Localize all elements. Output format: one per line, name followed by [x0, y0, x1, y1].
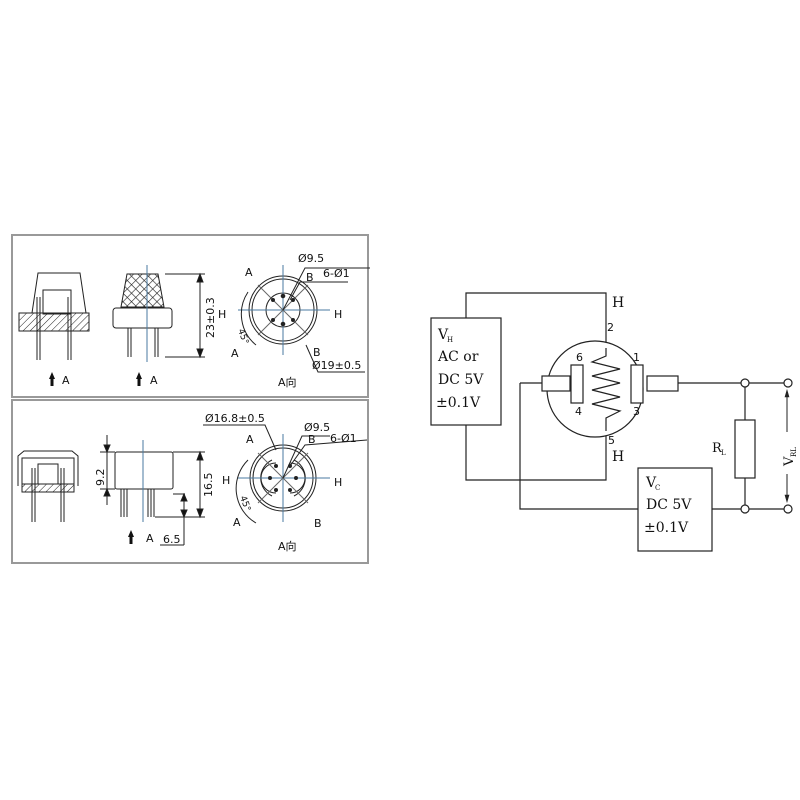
pin-label: 6: [576, 351, 583, 364]
heater-supply-type: AC or: [437, 349, 479, 365]
height-dimension: 23±0.3: [204, 297, 217, 338]
top-sensor-drawing-panel: A A 23±0.3: [11, 234, 370, 398]
output-voltage-label: V RL: [782, 447, 798, 467]
pin-label: 4: [575, 405, 582, 418]
label-h: H: [334, 476, 342, 489]
pin-length-dimension: 6.5: [163, 533, 181, 546]
pin-diameter-label: 6-Ø1: [330, 432, 357, 445]
svg-text:V: V: [782, 456, 797, 467]
top-side-view: [112, 265, 205, 362]
circuit-voltage-subscript: C: [655, 484, 660, 492]
label-h: H: [334, 308, 342, 321]
junction-node: [740, 504, 750, 514]
heater-supply-box: V H AC or DC 5V ±0.1V: [430, 317, 502, 426]
label-h: H: [218, 308, 226, 321]
label-h: H: [222, 474, 230, 487]
inner-diameter-label: Ø9.5: [298, 252, 324, 265]
label-b: B: [314, 517, 322, 530]
label-b: B: [306, 271, 314, 284]
bottom-sensor-drawing-panel: 9.2 16.5 6.5 A Ø: [11, 399, 369, 564]
pin-label: 1: [633, 351, 640, 364]
circuit-supply-box: V C DC 5V ±0.1V: [637, 467, 713, 552]
sensor-element: [541, 340, 679, 438]
circuit-supply-tolerance: ±0.1V: [644, 520, 689, 536]
bottom-pin-layout-view: [203, 424, 368, 524]
pin-label: 5: [608, 434, 615, 447]
output-terminal: [783, 504, 793, 514]
bottom-side-view: [100, 435, 205, 546]
resistor-subscript: L: [721, 449, 726, 457]
top-cross-section-view: [18, 272, 90, 360]
pin-diameter-label: 6-Ø1: [323, 267, 350, 280]
heater-voltage-symbol: V: [437, 327, 449, 343]
inner-diameter-label: Ø9.5: [304, 421, 330, 434]
circuit-voltage-symbol: V: [645, 475, 657, 491]
circuit-terminals: [740, 378, 793, 514]
label-b: B: [308, 433, 316, 446]
pin-label: 2: [607, 321, 614, 334]
test-circuit: [465, 292, 790, 510]
label-a: A: [233, 516, 241, 529]
label-a: A: [246, 433, 254, 446]
outer-diameter-label: Ø16.8±0.5: [205, 412, 265, 425]
arrow-up-icon: [136, 372, 142, 386]
svg-text:RL: RL: [790, 447, 798, 457]
output-terminal: [783, 378, 793, 388]
bottom-cross-section-view: [17, 450, 79, 522]
total-height-dimension: 16.5: [202, 473, 215, 498]
pin-label: 3: [633, 405, 640, 418]
label-b: B: [313, 346, 321, 359]
heater-supply-tolerance: ±0.1V: [436, 395, 481, 411]
outer-diameter-label: Ø19±0.5: [312, 359, 361, 372]
label-a: A: [245, 266, 253, 279]
arrow-up-icon: [49, 372, 55, 386]
heater-coil-icon: [590, 348, 622, 431]
junction-node: [740, 378, 750, 388]
view-arrow-label: A: [62, 374, 70, 387]
view-caption: A向: [278, 375, 297, 389]
body-height-dimension: 9.2: [94, 469, 107, 487]
heater-terminal-label: H: [612, 449, 624, 465]
heater-terminal-label: H: [612, 295, 624, 311]
view-arrow-label: A: [150, 374, 158, 387]
heater-voltage-subscript: H: [447, 336, 453, 344]
resistor-symbol: R: [712, 441, 723, 456]
load-resistor: R L: [712, 419, 756, 479]
heater-supply-voltage: DC 5V: [438, 372, 484, 388]
view-caption: A向: [278, 539, 297, 553]
label-a: A: [231, 347, 239, 360]
arrow-up-icon: [128, 530, 134, 544]
circuit-supply-voltage: DC 5V: [646, 497, 692, 513]
top-pin-layout-view: [238, 265, 370, 373]
view-arrow-label: A: [146, 532, 154, 545]
